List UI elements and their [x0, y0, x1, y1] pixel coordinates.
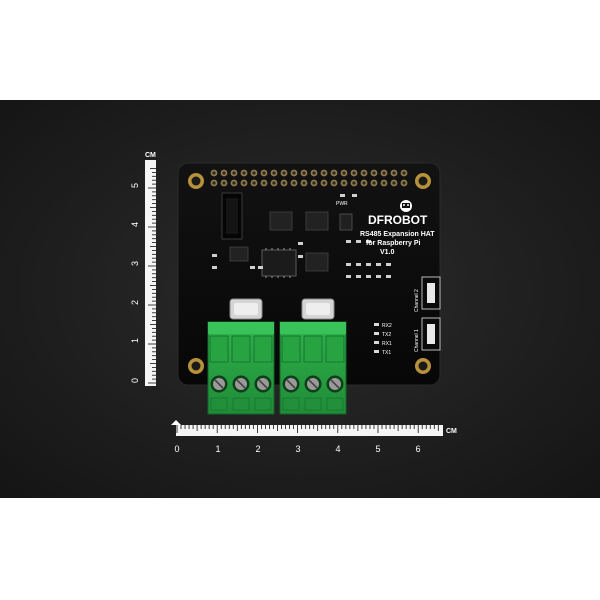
smd-part: [346, 263, 351, 266]
horizontal-ruler-label-0: 0: [174, 444, 179, 454]
mounting-holes: [188, 173, 431, 374]
led-label-tx2: TX2: [382, 332, 391, 338]
led-label-rx1: RX1: [382, 341, 392, 347]
smd-part: [366, 263, 371, 266]
main-controller-chip: [261, 249, 297, 277]
board-version: V1.0: [380, 249, 395, 256]
horizontal-ruler-label-6: 6: [415, 444, 420, 454]
smd-part: [366, 240, 371, 243]
smd-part: [386, 263, 391, 266]
smd-part: [250, 266, 255, 269]
smd-part: [366, 275, 371, 278]
smd-part: [376, 263, 381, 266]
smd-part: [376, 275, 381, 278]
vertical-ruler-label-4: 4: [130, 222, 140, 227]
crystal-oscillators: [229, 298, 335, 320]
smd-part: [352, 194, 357, 197]
board-brand: DFROBOT: [368, 213, 428, 227]
smd-part: [212, 266, 217, 269]
channel-1-label: Channel 1: [414, 329, 420, 352]
vertical-ruler-label-2: 2: [130, 300, 140, 305]
led-labels: RX2 TX2 RX1 TX1: [374, 323, 392, 356]
horizontal-ruler-ticks: [176, 425, 439, 433]
channel-switches: [421, 276, 441, 351]
terminal-block: [207, 321, 275, 415]
small-chips: [229, 211, 353, 272]
smd-part: [258, 266, 263, 269]
terminal-block: [279, 321, 347, 415]
vertical-ruler-label-0: 0: [130, 378, 140, 383]
green-terminal-blocks: [207, 321, 347, 415]
horizontal-ruler-label-2: 2: [255, 444, 260, 454]
vertical-ruler-ticks: [148, 168, 156, 384]
vertical-ruler-label-5: 5: [130, 183, 140, 188]
smd-part: [298, 255, 303, 258]
channel-2-label: Channel 2: [414, 289, 420, 312]
led-label-rx2: RX2: [382, 323, 392, 329]
smd-part: [386, 275, 391, 278]
vertical-ruler-label-3: 3: [130, 261, 140, 266]
horizontal-ruler-labels: 0 1 2 3 4 5 6: [174, 444, 420, 454]
smd-part: [356, 275, 361, 278]
smd-part: [298, 242, 303, 245]
horizontal-ruler-label-4: 4: [335, 444, 340, 454]
robot-logo-icon: [400, 200, 412, 212]
vertical-ruler-labels: 0 1 2 3 4 5: [130, 183, 140, 383]
horizontal-ruler-label-1: 1: [215, 444, 220, 454]
horizontal-ruler-label-3: 3: [295, 444, 300, 454]
horizontal-ruler-label-5: 5: [375, 444, 380, 454]
board-title-line1: RS485 Expansion HAT: [360, 231, 435, 238]
smd-components: [212, 194, 391, 278]
vertical-ruler-unit: CM: [145, 152, 156, 159]
gpio-header-pins: [210, 169, 408, 187]
smd-part: [340, 194, 345, 197]
led-label-tx1: TX1: [382, 350, 391, 356]
smd-part: [346, 275, 351, 278]
horizontal-ruler-unit: CM: [446, 428, 457, 435]
smd-part: [356, 263, 361, 266]
smd-part: [356, 240, 361, 243]
horizontal-ruler: CM 0 1 2 3 4 5 6: [171, 420, 457, 454]
smd-part: [212, 254, 217, 257]
vertical-ruler: CM 0 1 2 3 4 5: [130, 152, 156, 386]
pwr-label: PWR: [336, 201, 348, 207]
board-title-line2: for Raspberry Pi: [366, 240, 421, 247]
smd-part: [346, 240, 351, 243]
vertical-ruler-label-1: 1: [130, 338, 140, 343]
